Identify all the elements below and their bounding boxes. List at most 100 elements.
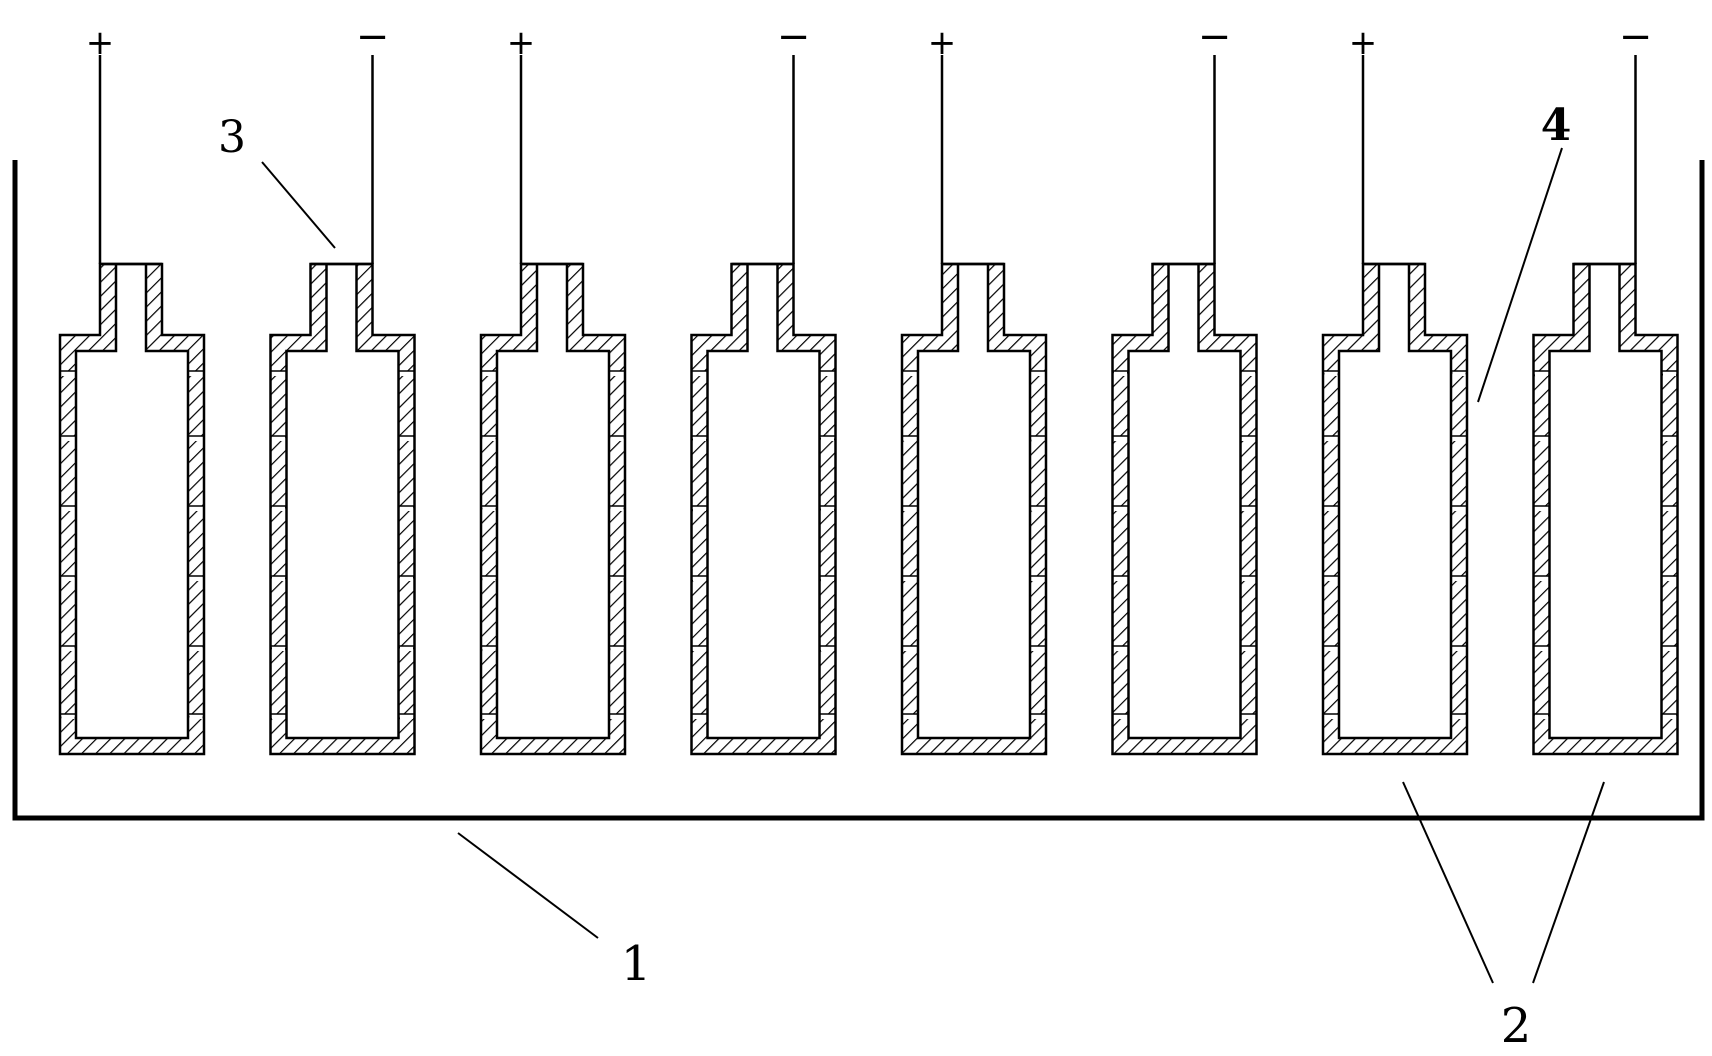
wall-pore <box>610 371 624 376</box>
container <box>690 55 837 756</box>
wall-pore <box>1535 576 1548 581</box>
container <box>479 55 627 756</box>
wall-pore <box>1663 506 1676 511</box>
wall-pore <box>1535 714 1548 719</box>
wall-pore <box>1663 646 1676 651</box>
wall-pore <box>1535 371 1548 376</box>
label-wall: 4 <box>1541 100 1572 151</box>
wall-pore <box>610 436 624 441</box>
wall-pore <box>272 371 285 376</box>
wall-pore <box>400 506 413 511</box>
container <box>58 55 206 756</box>
container <box>1532 55 1679 756</box>
wall-pore <box>482 646 496 651</box>
wall-pore <box>1452 646 1466 651</box>
wall-pore <box>1114 436 1127 441</box>
wall-pore <box>1324 576 1338 581</box>
wall-pore <box>482 436 496 441</box>
wall-pore <box>1663 576 1676 581</box>
container-wall <box>1532 262 1679 756</box>
wall-pore <box>1452 506 1466 511</box>
wall-pore <box>610 714 624 719</box>
wall-pore <box>1031 646 1045 651</box>
wall-pore <box>821 371 834 376</box>
wall-pore <box>821 646 834 651</box>
wall-pore <box>821 576 834 581</box>
wall-pore <box>272 436 285 441</box>
wall-pore <box>272 714 285 719</box>
wall-pore <box>693 506 706 511</box>
wall-pore <box>903 371 917 376</box>
wall-pore <box>693 576 706 581</box>
wall-pore <box>1324 436 1338 441</box>
wall-pore <box>400 371 413 376</box>
wall-pore <box>189 371 203 376</box>
wall-pore <box>903 646 917 651</box>
wall-pore <box>1242 714 1255 719</box>
wall-pore <box>1114 646 1127 651</box>
wall-pore <box>821 436 834 441</box>
wall-pore <box>1242 506 1255 511</box>
wall-pore <box>1242 576 1255 581</box>
negative-terminal-label: − <box>1198 14 1232 60</box>
wall-pore <box>1535 506 1548 511</box>
wall-pore <box>1114 576 1127 581</box>
wall-pore <box>610 646 624 651</box>
wall-pore <box>1114 371 1127 376</box>
wall-pore <box>1663 436 1676 441</box>
container-wall <box>58 262 206 756</box>
container <box>269 55 416 756</box>
wall-pore <box>1242 371 1255 376</box>
wall-pore <box>189 646 203 651</box>
wall-pore <box>610 576 624 581</box>
wall-pore <box>1031 436 1045 441</box>
wall-pore <box>693 436 706 441</box>
container-group <box>58 55 1679 756</box>
wall-pore <box>693 714 706 719</box>
wall-pore <box>903 436 917 441</box>
wall-pore <box>1452 714 1466 719</box>
wall-pore <box>1031 714 1045 719</box>
container-wall <box>690 262 837 756</box>
container-wall <box>900 262 1048 756</box>
wall-pore <box>903 714 917 719</box>
wall-pore <box>189 714 203 719</box>
wall-pore <box>1452 371 1466 376</box>
wall-pore <box>189 436 203 441</box>
wall-pore <box>482 371 496 376</box>
wall-pore <box>482 506 496 511</box>
negative-terminal-label: − <box>1619 14 1653 60</box>
wall-pore <box>1031 576 1045 581</box>
wall-pore <box>189 506 203 511</box>
wall-pore <box>693 371 706 376</box>
wall-pore <box>821 714 834 719</box>
wall-pore <box>189 576 203 581</box>
terminal-labels: +−+−+−+− <box>86 14 1653 63</box>
wall-pore <box>61 714 75 719</box>
wall-pore <box>61 371 75 376</box>
container-wall <box>1321 262 1469 756</box>
wall-pore <box>1242 436 1255 441</box>
positive-terminal-label: + <box>86 23 115 63</box>
wall-pore <box>1242 646 1255 651</box>
wall-pore <box>272 576 285 581</box>
wall-pore <box>1535 436 1548 441</box>
wall-pore <box>1452 576 1466 581</box>
wall-pore <box>61 576 75 581</box>
tank-outline <box>12 160 1705 821</box>
wall-pore <box>482 714 496 719</box>
wall-pore <box>1031 371 1045 376</box>
negative-terminal-label: − <box>356 14 390 60</box>
wall-pore <box>1535 646 1548 651</box>
wall-pore <box>400 714 413 719</box>
container-wall <box>269 262 416 756</box>
wall-pore <box>1324 371 1338 376</box>
container <box>900 55 1048 756</box>
wall-pore <box>272 506 285 511</box>
label-tank: 1 <box>621 936 652 992</box>
positive-terminal-label: + <box>1349 23 1378 63</box>
wall-pore <box>903 576 917 581</box>
positive-terminal-label: + <box>507 23 536 63</box>
wall-pore <box>693 646 706 651</box>
